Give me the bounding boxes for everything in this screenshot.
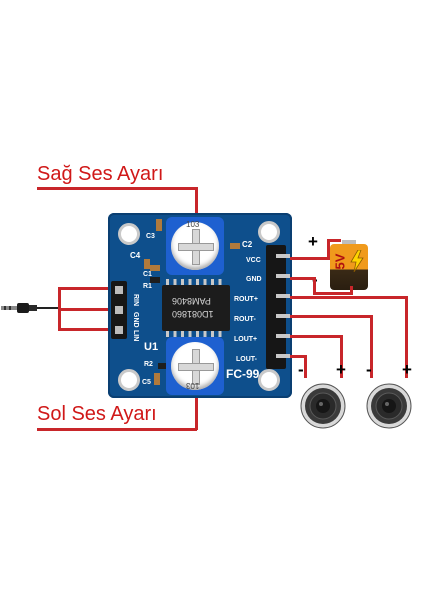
label-c5: C5	[142, 379, 151, 386]
output-label-gnd: GND	[246, 276, 262, 283]
right-volume-line-horizontal	[37, 187, 197, 190]
label-r1: R1	[143, 283, 152, 290]
resistor-r2	[158, 363, 168, 369]
left-volume-line-vertical	[195, 392, 198, 430]
wire-rout-minus	[290, 315, 372, 318]
wire-battery-minus	[313, 292, 353, 295]
chip-pins-top	[166, 279, 226, 285]
left-pot-value: 103	[186, 381, 200, 390]
mounting-hole	[118, 369, 140, 391]
left-volume-line-horizontal	[37, 428, 197, 431]
input-header	[111, 281, 127, 339]
label-c4: C4	[130, 251, 141, 260]
output-label-rout-plus: ROUT+	[234, 296, 258, 303]
amplifier-chip: PAM8406 1D081860	[162, 285, 230, 331]
label-c3: C3	[146, 233, 155, 240]
capacitor-c2	[230, 243, 240, 249]
wire-rout-plus-down	[405, 296, 408, 378]
label-r2: R2	[144, 361, 153, 368]
wire-rout-plus	[290, 296, 408, 299]
wire-lout-plus	[290, 335, 342, 338]
capacitor-c5	[154, 373, 160, 385]
wire-battery-minus-up	[350, 286, 353, 295]
battery: 5V	[330, 240, 368, 290]
left-volume-label: Sol Ses Ayarı	[37, 403, 157, 425]
wire-battery-plus-up	[327, 239, 330, 260]
right-pot-value: 103	[186, 220, 200, 229]
right-speaker-icon	[366, 383, 412, 429]
label-c1: C1	[143, 271, 152, 278]
left-speaker-plus: +	[336, 360, 346, 379]
right-speaker-minus: -	[366, 360, 372, 379]
chip-marking-lot: 1D081860	[172, 309, 214, 319]
wire-lout-minus-down	[304, 355, 307, 378]
output-label-lout-minus: LOUT-	[236, 356, 257, 363]
right-volume-line-vertical	[195, 187, 198, 217]
label-c2: C2	[242, 240, 253, 249]
wire-battery-plus	[327, 239, 341, 242]
right-volume-potentiometer: 103	[166, 217, 224, 275]
capacitor-c3	[156, 219, 162, 231]
capacitor-c4	[144, 259, 150, 269]
output-label-lout-plus: LOUT+	[234, 336, 258, 343]
chip-marking-model: PAM8406	[172, 296, 211, 306]
output-label-vcc: VCC	[246, 257, 261, 264]
jack-wire-gnd	[58, 308, 118, 311]
jack-wire-rin	[58, 287, 118, 290]
chip-pins-bottom	[166, 331, 226, 337]
wire-vcc	[290, 257, 330, 260]
wire-lout-minus	[290, 355, 307, 358]
input-label-rin: RIN	[132, 294, 139, 307]
audio-jack-icon	[1, 303, 61, 313]
input-label-lin: LIN	[132, 330, 139, 342]
battery-plus-sign: +	[308, 232, 318, 251]
mounting-hole	[258, 221, 280, 243]
label-u1: U1	[144, 341, 159, 353]
wire-rout-minus-down	[370, 315, 373, 378]
board-model: FC-99	[226, 367, 260, 381]
mounting-hole	[118, 223, 140, 245]
left-speaker-minus: -	[298, 360, 304, 379]
battery-voltage: 5V	[332, 253, 348, 270]
resistor-r1	[150, 277, 160, 283]
jack-wire-lin	[58, 328, 118, 331]
right-speaker-plus: +	[402, 360, 412, 379]
output-pins	[276, 254, 290, 366]
input-label-gnd: GND	[132, 312, 139, 328]
capacitor-c1	[150, 265, 160, 271]
output-label-rout-minus: ROUT-	[234, 316, 256, 323]
mounting-hole	[258, 369, 280, 391]
left-speaker-icon	[300, 383, 346, 429]
pcb-board: RIN GND LIN C1 R1 C4 C2 C3 R2 C5 U1 PAM8…	[108, 213, 292, 398]
wire-gnd-down	[313, 277, 316, 295]
left-volume-potentiometer: 103	[166, 337, 224, 395]
lightning-icon	[350, 250, 364, 272]
wire-gnd	[290, 277, 316, 280]
wire-lout-plus-down	[340, 335, 343, 378]
right-volume-label: Sağ Ses Ayarı	[37, 163, 164, 185]
